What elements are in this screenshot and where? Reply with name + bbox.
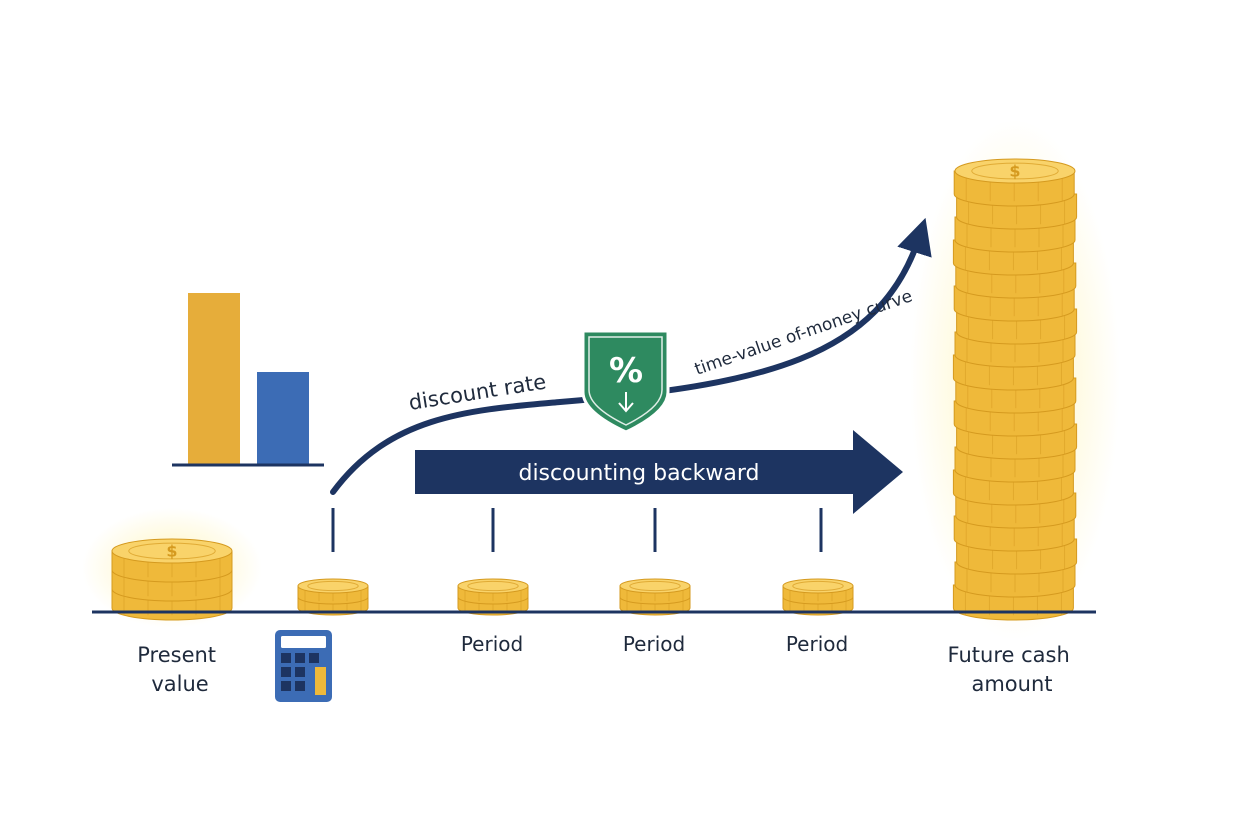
curve-label: time-value of-money curve	[692, 286, 915, 379]
coin-rim	[971, 162, 1059, 180]
present-value-label: Present value	[137, 643, 222, 696]
discount-rate-label: discount rate	[407, 370, 548, 415]
dollar-coin-icon: $	[1009, 161, 1020, 180]
coin-stack: $	[952, 158, 1078, 621]
future-cash-label: Future cash amount	[948, 643, 1077, 696]
discounting-backward-arrow: discounting backward	[415, 430, 903, 514]
coin-stack	[619, 578, 691, 616]
discounting-backward-label: discounting backward	[518, 461, 759, 486]
coin-stack	[297, 578, 369, 616]
coin-rim	[307, 580, 359, 592]
bar-chart-icon	[172, 293, 324, 467]
period-label-2: Period	[623, 632, 685, 656]
bar-chart-bar	[188, 293, 240, 465]
coin-rim	[467, 580, 519, 592]
coin-stack	[782, 578, 854, 616]
coin-stack: $	[111, 538, 233, 621]
coin-rim	[629, 580, 681, 592]
arrow-down-icon	[618, 392, 634, 413]
period-ticks	[331, 508, 823, 552]
dollar-coin-icon: $	[166, 541, 177, 560]
coin-stack	[457, 578, 529, 616]
coin-rim	[792, 580, 844, 592]
bar-chart-bar	[257, 372, 309, 465]
percent-shield-icon: %	[581, 329, 670, 434]
period-label-3: Period	[786, 632, 848, 656]
calculator-icon	[275, 630, 332, 702]
coin-rim	[128, 542, 216, 560]
period-label-1: Period	[461, 632, 523, 656]
percent-symbol: %	[609, 351, 643, 391]
